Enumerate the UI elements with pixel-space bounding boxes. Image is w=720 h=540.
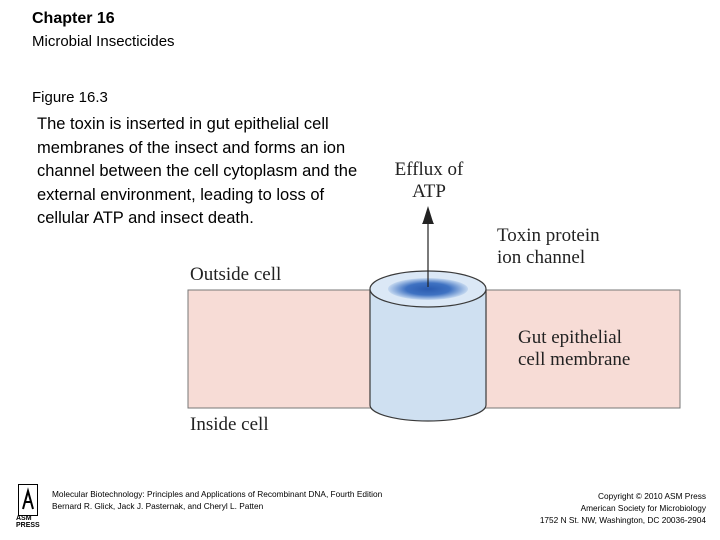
asm-logo-text: ASM PRESS [16, 515, 40, 529]
footer-book-title: Molecular Biotechnology: Principles and … [52, 489, 383, 499]
efflux-arrow-head [423, 206, 433, 222]
logo-line2: PRESS [16, 522, 40, 529]
logo-line1: ASM [16, 515, 32, 522]
outside-cell-label: Outside cell [190, 264, 281, 285]
asm-press-logo: ASM PRESS [16, 484, 42, 532]
channel-cylinder [369, 289, 487, 422]
footer-copyright-line: Copyright © 2010 ASM Press [597, 491, 706, 501]
efflux-label-line2: ATP [412, 181, 446, 202]
chapter-subtitle: Microbial Insecticides [32, 33, 175, 50]
asm-logo-mark [18, 484, 38, 516]
toxin-label-line1: Toxin protein [497, 225, 600, 246]
membrane-label-line2: cell membrane [518, 349, 630, 370]
toxin-label-line2: ion channel [497, 247, 585, 268]
membrane-label-line1: Gut epithelial [518, 327, 622, 348]
footer-address: 1752 N St. NW, Washington, DC 20036-2904 [539, 515, 706, 525]
footer-citation: Molecular Biotechnology: Principles and … [52, 488, 382, 512]
footer-copyright: Copyright © 2010 ASM Press American Soci… [540, 490, 706, 526]
chapter-title: Chapter 16 [32, 10, 115, 27]
efflux-label-line1: Efflux of [395, 159, 464, 180]
inside-cell-label: Inside cell [190, 414, 269, 435]
figure-number: Figure 16.3 [32, 89, 108, 106]
footer-publisher: American Society for Microbiology [580, 503, 706, 513]
footer-authors: Bernard R. Glick, Jack J. Pasternak, and… [52, 501, 264, 511]
figure-caption: The toxin is inserted in gut epithelial … [37, 115, 358, 227]
channel-pore [388, 278, 468, 300]
